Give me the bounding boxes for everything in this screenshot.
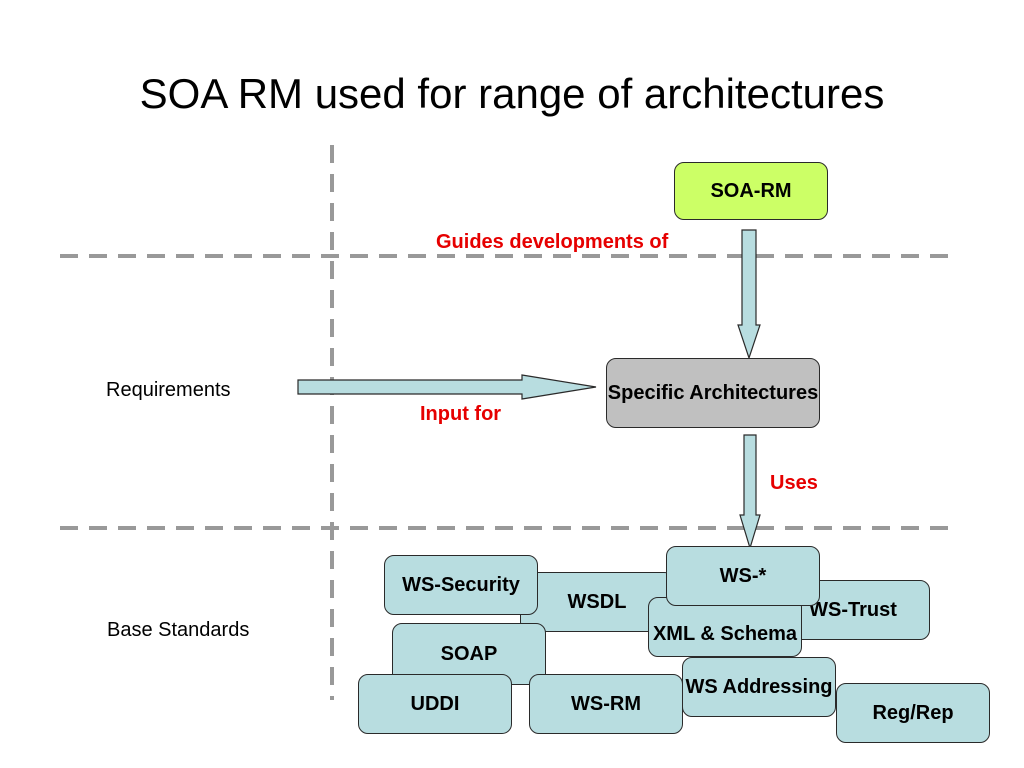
row-label-base-standards: Base Standards xyxy=(107,619,250,641)
edge-label-uses: Uses xyxy=(770,472,818,494)
node-xml-schema[interactable]: XML & Schema xyxy=(648,597,802,657)
row-label-requirements: Requirements xyxy=(106,379,231,401)
arrow-input-for xyxy=(297,374,597,400)
node-specific-architectures[interactable]: Specific Architectures xyxy=(606,358,820,428)
node-ws-rm[interactable]: WS-RM xyxy=(529,674,683,734)
node-ws-security[interactable]: WS-Security xyxy=(384,555,538,615)
edge-label-guides: Guides developments of xyxy=(436,231,669,253)
node-ws-addressing[interactable]: WS Addressing xyxy=(682,657,836,717)
slide-title: SOA RM used for range of architectures xyxy=(139,70,885,117)
node-soa-rm[interactable]: SOA-RM xyxy=(674,162,828,220)
arrow-guides xyxy=(737,229,761,360)
arrow-uses xyxy=(739,434,761,551)
edge-label-input-for: Input for xyxy=(420,403,502,425)
node-ws-star[interactable]: WS-* xyxy=(666,546,820,606)
node-uddi[interactable]: UDDI xyxy=(358,674,512,734)
node-reg-rep[interactable]: Reg/Rep xyxy=(836,683,990,743)
